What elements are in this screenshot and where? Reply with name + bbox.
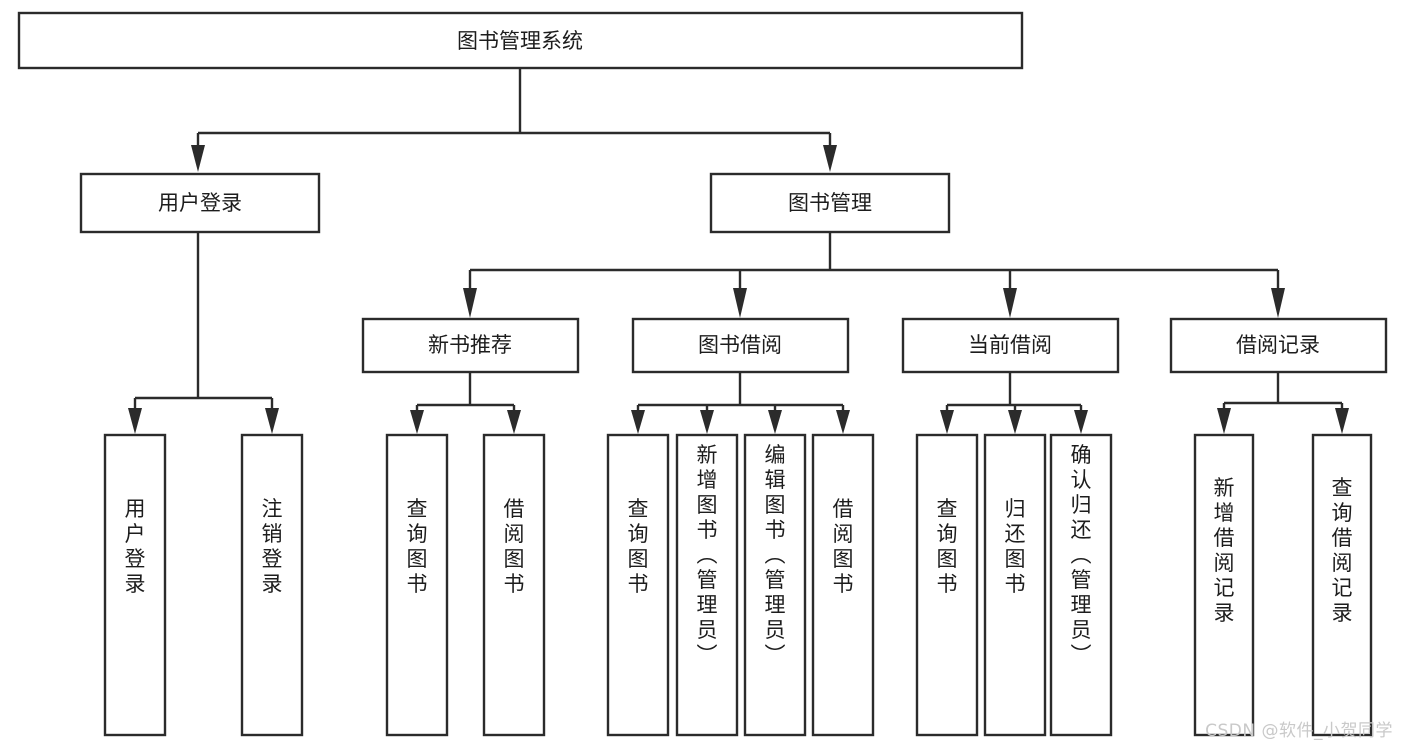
arrow-head-leaf-user-login-0 — [128, 408, 142, 434]
arrow-head-leaf-borrow-records-0 — [1217, 408, 1231, 434]
leaf-node-new-book-query[interactable]: 查询图书 — [385, 433, 449, 737]
node-book-borrow[interactable]: 图书借阅 — [631, 317, 850, 374]
csdn-watermark: CSDN @软件_小贺同学 — [1205, 721, 1393, 741]
node-new-book-recommend-label: 新书推荐 — [428, 333, 512, 357]
leaf-label-book-borrow-1: 新增图书︵管理员︶ — [697, 443, 718, 667]
leaf-node-borrow-borrow-book[interactable]: 借阅图书 — [811, 433, 875, 737]
node-book-management-box — [709, 172, 951, 234]
arrow-head-leaf-book-borrow-2 — [768, 410, 782, 434]
arrow-head-leaf-borrow-records-1 — [1335, 408, 1349, 434]
leaf-label-user-login-1: 注销登录 — [262, 497, 283, 596]
leaf-box-new-book-1 — [482, 433, 546, 737]
arrow-head-leaf-current-borrow-1 — [1008, 410, 1022, 434]
leaf-label-current-borrow-1: 归还图书 — [1005, 497, 1026, 596]
leaf-label-borrow-records-1: 查询借阅记录 — [1332, 476, 1353, 625]
arrow-head-current-borrow — [1003, 288, 1017, 318]
leaf-label-book-borrow-3: 借阅图书 — [833, 497, 854, 596]
leaf-node-current-return-book[interactable]: 归还图书 — [983, 433, 1047, 737]
connectors-book-mgmt-to-level3 — [463, 232, 1285, 318]
leaf-box-new-book-0 — [385, 433, 449, 737]
leaf-box-current-borrow-0 — [915, 433, 979, 737]
leaf-label-borrow-records-0: 新增借阅记录 — [1214, 476, 1235, 625]
node-user-login-label: 用户登录 — [158, 191, 242, 215]
leaf-box-book-borrow-0 — [606, 433, 670, 737]
node-current-borrow-label: 当前借阅 — [968, 333, 1052, 357]
connectors-borrow-records-to-leaves — [1217, 372, 1349, 434]
node-book-borrow-box — [631, 317, 850, 374]
leaf-node-user-login-login[interactable]: 用户登录 — [103, 433, 167, 737]
arrow-head-user-login — [191, 145, 205, 172]
arrow-head-leaf-book-borrow-3 — [836, 410, 850, 434]
connectors-root-to-level2 — [191, 68, 837, 172]
leaf-box-current-borrow-2 — [1049, 433, 1113, 737]
node-user-login[interactable]: 用户登录 — [79, 172, 321, 234]
node-current-borrow[interactable]: 当前借阅 — [901, 317, 1120, 374]
leaf-box-user-login-1 — [240, 433, 304, 737]
node-new-book-recommend-box — [361, 317, 580, 374]
leaf-label-book-borrow-2: 编辑图书︵管理员︶ — [765, 443, 786, 667]
leaf-node-user-logout[interactable]: 注销登录 — [240, 433, 304, 737]
arrow-head-leaf-new-book-1 — [507, 410, 521, 434]
leaf-label-new-book-1: 借阅图书 — [504, 497, 525, 596]
leaf-box-current-borrow-1 — [983, 433, 1047, 737]
node-borrow-records-label: 借阅记录 — [1236, 333, 1320, 357]
arrow-head-leaf-user-login-1 — [265, 408, 279, 434]
leaf-node-borrow-edit-book-admin[interactable]: 编辑图书︵管理员︶ — [743, 433, 807, 737]
node-borrow-records-box — [1169, 317, 1388, 374]
arrow-head-leaf-book-borrow-0 — [631, 410, 645, 434]
leaf-box-user-login-0 — [103, 433, 167, 737]
leaf-node-records-query-record[interactable]: 查询借阅记录 — [1311, 433, 1373, 737]
leaf-label-current-borrow-0: 查询图书 — [937, 497, 958, 596]
node-current-borrow-box — [901, 317, 1120, 374]
leaf-label-new-book-0: 查询图书 — [407, 497, 428, 596]
arrow-head-leaf-book-borrow-1 — [700, 410, 714, 434]
leaf-box-borrow-records-0 — [1193, 433, 1255, 737]
leaf-node-new-book-borrow[interactable]: 借阅图书 — [482, 433, 546, 737]
leaf-label-current-borrow-2: 确认归还︵管理员︶ — [1071, 443, 1092, 667]
node-root-book-management-system[interactable]: 图书管理系统 — [17, 11, 1024, 70]
connectors-new-book-to-leaves — [410, 372, 521, 434]
arrow-head-book-borrow — [733, 288, 747, 318]
node-book-management[interactable]: 图书管理 — [709, 172, 951, 234]
leaf-node-records-add-record[interactable]: 新增借阅记录 — [1193, 433, 1255, 737]
node-root-box — [17, 11, 1024, 70]
leaf-node-borrow-add-book-admin[interactable]: 新增图书︵管理员︶ — [675, 433, 739, 737]
node-book-borrow-label: 图书借阅 — [698, 333, 782, 357]
leaf-box-borrow-records-1 — [1311, 433, 1373, 737]
leaf-box-book-borrow-2 — [743, 433, 807, 737]
arrow-head-new-book — [463, 288, 477, 318]
arrow-head-leaf-new-book-0 — [410, 410, 424, 434]
arrow-head-book-mgmt — [823, 145, 837, 172]
connectors-current-borrow-to-leaves — [940, 372, 1088, 434]
leaf-label-book-borrow-0: 查询图书 — [628, 497, 649, 596]
leaf-label-user-login-0: 用户登录 — [125, 497, 146, 596]
leaf-node-current-query-book[interactable]: 查询图书 — [915, 433, 979, 737]
node-borrow-records[interactable]: 借阅记录 — [1169, 317, 1388, 374]
node-root-label: 图书管理系统 — [457, 29, 583, 53]
arrow-head-borrow-records — [1271, 288, 1285, 318]
arrow-head-leaf-current-borrow-0 — [940, 410, 954, 434]
leaf-node-current-confirm-return-admin[interactable]: 确认归还︵管理员︶ — [1049, 433, 1113, 737]
leaf-node-borrow-query-book[interactable]: 查询图书 — [606, 433, 670, 737]
node-user-login-box — [79, 172, 321, 234]
arrow-head-leaf-current-borrow-2 — [1074, 410, 1088, 434]
connectors-user-login-to-leaves — [128, 232, 279, 434]
node-new-book-recommend[interactable]: 新书推荐 — [361, 317, 580, 374]
connectors-book-borrow-to-leaves — [631, 372, 850, 434]
leaf-box-book-borrow-3 — [811, 433, 875, 737]
node-book-management-label: 图书管理 — [788, 191, 872, 215]
leaf-box-book-borrow-1 — [675, 433, 739, 737]
